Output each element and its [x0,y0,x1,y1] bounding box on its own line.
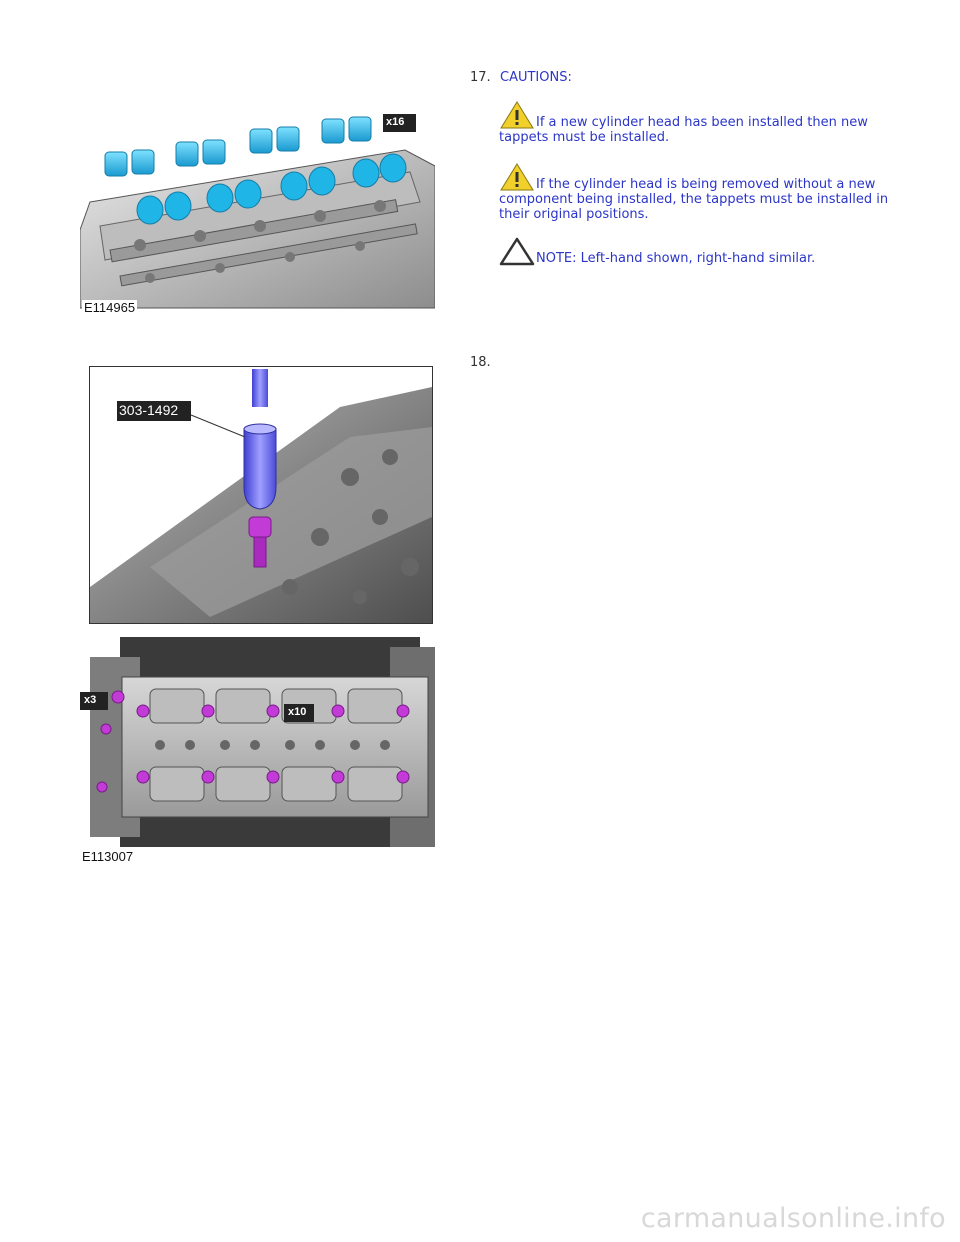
step-number-18: 18. [470,355,491,370]
tool-label: 303-1492 [119,402,179,418]
figure-code: E114965 [82,300,138,315]
watermark: carmanualsonline.info [640,1203,946,1234]
caution-text-1: If a new cylinder head has been installe… [499,115,868,145]
caution-2: If the cylinder head is being removed wi… [499,162,919,222]
warning-triangle-icon [499,100,535,130]
note-text: NOTE: Left-hand shown, right-hand simila… [536,251,816,266]
figure-tool-303-1492: 303-1492 [89,366,433,624]
callout-x10: x10 [288,706,307,718]
caution-text-2: If the cylinder head is being removed wi… [499,177,889,222]
cautions-heading: CAUTIONS: [500,70,572,85]
callout-x16: x16 [386,116,405,128]
callout-x3: x3 [84,694,97,706]
step-number-17: 17. [470,70,491,85]
note-triangle-icon [499,236,535,266]
figure-tappets: x16 E114965 [80,110,435,318]
caution-1: If a new cylinder head has been installe… [499,100,919,145]
figure-code: E113007 [82,849,134,864]
note: NOTE: Left-hand shown, right-hand simila… [499,236,919,266]
figure-cylinder-head-bolts: x3 x10 E113007 [80,637,435,865]
warning-triangle-icon [499,162,535,192]
